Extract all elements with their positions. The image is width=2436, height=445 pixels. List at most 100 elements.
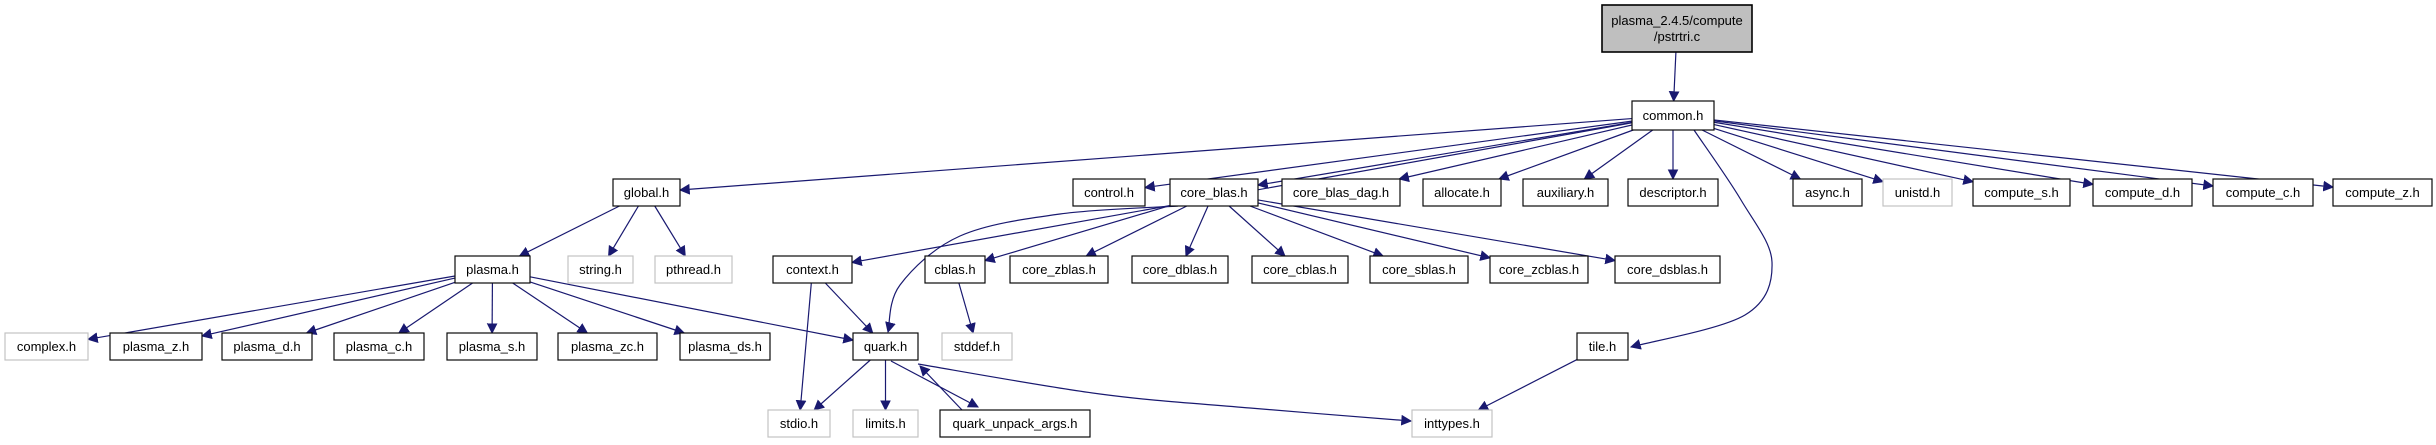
- node-box[interactable]: [1169, 178, 1259, 207]
- node-core_zblas[interactable]: core_zblas.h: [1009, 255, 1109, 284]
- node-label: plasma_zc.h: [571, 339, 644, 354]
- node-stdio: stdio.h: [767, 409, 831, 438]
- node-tile[interactable]: tile.h: [1576, 332, 1629, 361]
- node-box[interactable]: [557, 332, 658, 361]
- node-compute_z[interactable]: compute_z.h: [2332, 178, 2433, 207]
- node-box[interactable]: [772, 255, 853, 284]
- edge-plasma-plasma_c: [398, 282, 473, 334]
- node-label: descriptor.h: [1639, 185, 1706, 200]
- node-label: inttypes.h: [1424, 416, 1480, 431]
- node-box[interactable]: [1281, 178, 1401, 207]
- edge-common-core_blas: [1256, 121, 1633, 189]
- node-label: unistd.h: [1895, 185, 1941, 200]
- node-plasma_z[interactable]: plasma_z.h: [109, 332, 203, 361]
- edge-core_blas-quark: [885, 205, 1179, 334]
- edge-common-tile: [1629, 129, 1773, 350]
- node-box[interactable]: [1251, 255, 1349, 284]
- node-core_dblas[interactable]: core_dblas.h: [1131, 255, 1229, 284]
- node-plasma_zc[interactable]: plasma_zc.h: [557, 332, 658, 361]
- edge-pstrtri-common: [1668, 51, 1680, 103]
- node-plasma[interactable]: plasma.h: [454, 255, 531, 284]
- node-label: compute_d.h: [2105, 185, 2180, 200]
- node-compute_s[interactable]: compute_s.h: [1972, 178, 2071, 207]
- node-box[interactable]: [1009, 255, 1109, 284]
- node-async[interactable]: async.h: [1792, 178, 1863, 207]
- node-box[interactable]: [1131, 255, 1229, 284]
- node-box[interactable]: [109, 332, 203, 361]
- node-pstrtri: plasma_2.4.5/compute/pstrtri.c: [1601, 4, 1753, 53]
- node-box[interactable]: [1972, 178, 2071, 207]
- node-quark[interactable]: quark.h: [852, 332, 919, 361]
- node-core_sblas[interactable]: core_sblas.h: [1369, 255, 1469, 284]
- node-box: [1882, 178, 1953, 207]
- node-box[interactable]: [446, 332, 538, 361]
- node-plasma_s[interactable]: plasma_s.h: [446, 332, 538, 361]
- node-box[interactable]: [2212, 178, 2314, 207]
- node-limits: limits.h: [852, 409, 919, 438]
- node-box[interactable]: [2092, 178, 2193, 207]
- edge-plasma-plasma_d: [305, 281, 456, 335]
- node-box[interactable]: [1792, 178, 1863, 207]
- node-label: plasma_z.h: [123, 339, 189, 354]
- node-box[interactable]: [1422, 178, 1502, 207]
- node-box[interactable]: [1631, 100, 1715, 131]
- node-auxiliary[interactable]: auxiliary.h: [1522, 178, 1609, 207]
- node-box[interactable]: [221, 332, 313, 361]
- node-label: pthread.h: [666, 262, 721, 277]
- node-inttypes: inttypes.h: [1411, 409, 1493, 438]
- node-compute_d[interactable]: compute_d.h: [2092, 178, 2193, 207]
- node-box[interactable]: [852, 332, 919, 361]
- node-box[interactable]: [1369, 255, 1469, 284]
- edge-context-stdio: [795, 282, 812, 412]
- edge-plasma-quark: [529, 276, 855, 344]
- node-core_blas[interactable]: core_blas.h: [1169, 178, 1259, 207]
- node-label: auxiliary.h: [1537, 185, 1595, 200]
- node-label: core_blas.h: [1180, 185, 1247, 200]
- node-context[interactable]: context.h: [772, 255, 853, 284]
- node-label: core_zcblas.h: [1499, 262, 1579, 277]
- node-label: core_blas_dag.h: [1293, 185, 1389, 200]
- node-box[interactable]: [612, 178, 681, 207]
- node-box[interactable]: [939, 409, 1091, 438]
- node-core_zcblas[interactable]: core_zcblas.h: [1489, 255, 1589, 284]
- node-box[interactable]: [679, 332, 771, 361]
- node-box[interactable]: [1522, 178, 1609, 207]
- node-core_dsblas[interactable]: core_dsblas.h: [1614, 255, 1721, 284]
- node-box[interactable]: [1489, 255, 1589, 284]
- node-box[interactable]: [1614, 255, 1721, 284]
- node-label: compute_s.h: [1984, 185, 2058, 200]
- node-core_blas_dag[interactable]: core_blas_dag.h: [1281, 178, 1401, 207]
- node-box[interactable]: [2332, 178, 2433, 207]
- node-global[interactable]: global.h: [612, 178, 681, 207]
- node-box[interactable]: [1072, 178, 1146, 207]
- node-plasma_c[interactable]: plasma_c.h: [333, 332, 425, 361]
- node-label: compute_z.h: [2345, 185, 2419, 200]
- node-core_cblas[interactable]: core_cblas.h: [1251, 255, 1349, 284]
- node-label: core_cblas.h: [1263, 262, 1337, 277]
- node-unistd: unistd.h: [1882, 178, 1953, 207]
- node-box[interactable]: [1627, 178, 1719, 207]
- node-control[interactable]: control.h: [1072, 178, 1146, 207]
- edge-core_blas-core_cblas: [1228, 205, 1286, 257]
- node-common[interactable]: common.h: [1631, 100, 1715, 131]
- edge-quark-inttypes: [917, 363, 1413, 426]
- node-label: quark_unpack_args.h: [952, 416, 1077, 431]
- nodes: plasma_2.4.5/compute/pstrtri.c common.h gl…: [4, 4, 2433, 438]
- node-box[interactable]: [1576, 332, 1629, 361]
- node-quark_unpack_args[interactable]: quark_unpack_args.h: [939, 409, 1091, 438]
- node-compute_c[interactable]: compute_c.h: [2212, 178, 2314, 207]
- node-box[interactable]: [454, 255, 531, 284]
- node-plasma_ds[interactable]: plasma_ds.h: [679, 332, 771, 361]
- node-box[interactable]: [333, 332, 425, 361]
- node-allocate[interactable]: allocate.h: [1422, 178, 1502, 207]
- node-descriptor[interactable]: descriptor.h: [1627, 178, 1719, 207]
- edge-common-compute_c: [1713, 120, 2215, 191]
- node-cblas[interactable]: cblas.h: [924, 255, 986, 284]
- node-label: core_dsblas.h: [1627, 262, 1708, 277]
- node-box: [1411, 409, 1493, 438]
- node-box[interactable]: [924, 255, 986, 284]
- node-label: allocate.h: [1434, 185, 1490, 200]
- edge-plasma-plasma_ds: [529, 281, 686, 336]
- node-plasma_d[interactable]: plasma_d.h: [221, 332, 313, 361]
